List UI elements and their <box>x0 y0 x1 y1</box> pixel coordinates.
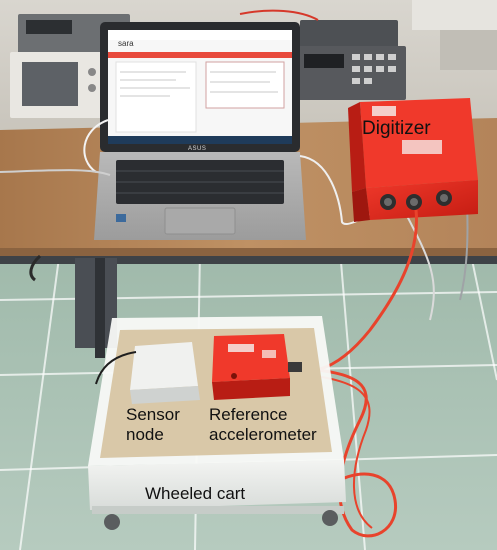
laptop-brand-logo: ASUS <box>188 146 207 152</box>
wheeled-cart-label: Wheeled cart <box>145 484 246 503</box>
sensor-node-label-line-2: node <box>126 424 164 444</box>
red-cable-loop-2 <box>299 373 373 529</box>
sensor-node-box <box>95 342 200 404</box>
laptop <box>94 22 306 240</box>
screen-app-title: sara <box>118 39 134 48</box>
reference-accelerometer-label-line-2: accelerometer <box>209 424 317 444</box>
laptop-touchpad <box>164 207 236 235</box>
lab-instrument-right <box>239 9 406 100</box>
wall-fixture <box>412 0 497 70</box>
desk-edge <box>0 248 497 256</box>
red-cable-loop <box>295 366 397 538</box>
digitizer-label: Digitizer <box>362 118 431 139</box>
sensor-node-label-line-1: Sensor <box>126 405 180 424</box>
sensor-node-label: Sensor node <box>126 405 180 444</box>
reference-accelerometer-label-line-1: Reference <box>209 405 288 424</box>
reference-accelerometer-label: Reference accelerometer <box>209 405 317 444</box>
digitizer-box <box>348 98 478 222</box>
reference-accelerometer-box <box>212 334 302 400</box>
